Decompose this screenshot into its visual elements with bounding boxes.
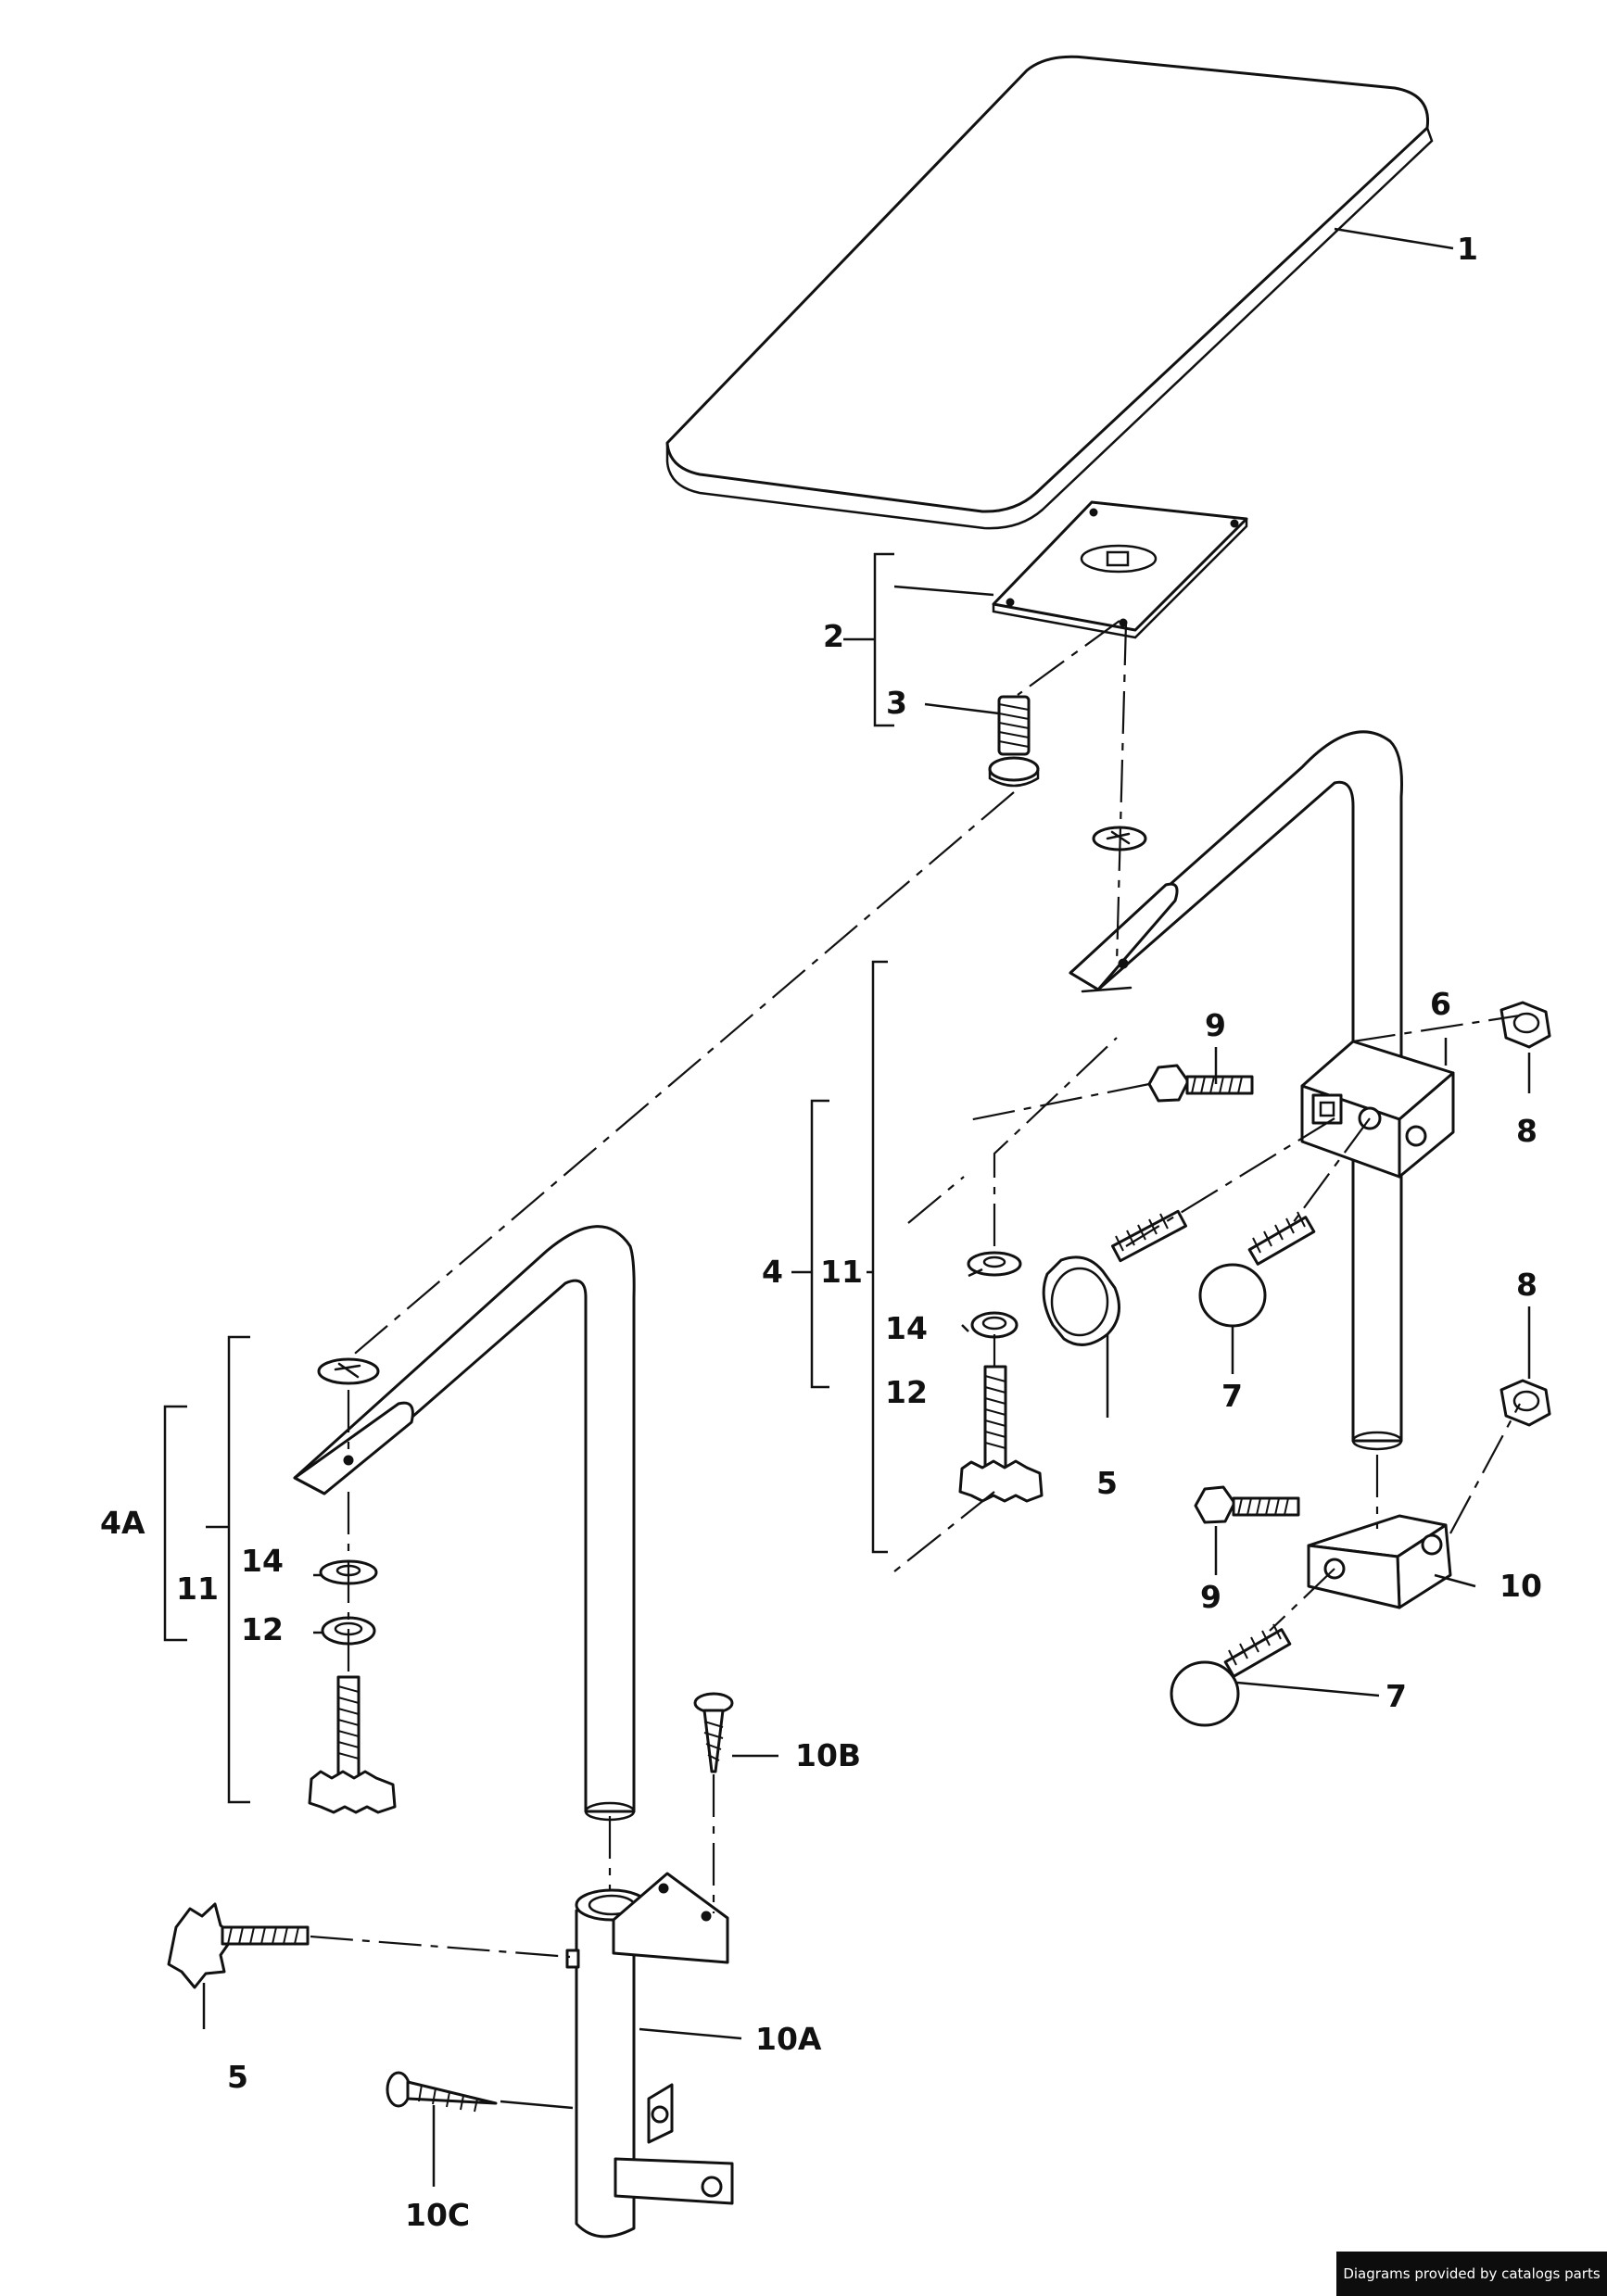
callout-11-left: 11 — [176, 1571, 219, 1607]
callout-14-left: 14 — [241, 1543, 284, 1579]
upper-nut — [1499, 1001, 1551, 1049]
callout-10b: 10B — [795, 1737, 861, 1773]
callout-10: 10 — [1499, 1568, 1542, 1604]
callout-9-lower: 9 — [1200, 1579, 1221, 1615]
mounting-plate — [992, 500, 1248, 639]
callout-1: 1 — [1457, 231, 1478, 267]
callout-12-right: 12 — [885, 1374, 928, 1410]
alignment-lines — [310, 620, 1521, 1959]
callout-8-lower: 8 — [1516, 1267, 1537, 1303]
lower-nut — [1499, 1379, 1551, 1427]
plate-screw — [988, 695, 1040, 788]
left-knob-screw — [308, 1675, 397, 1814]
clamp-block — [1300, 1040, 1455, 1179]
left-top-washer — [317, 1357, 380, 1385]
callout-10a: 10A — [755, 2021, 822, 2057]
callout-9-upper: 9 — [1205, 1007, 1226, 1043]
upper-hex-bolt — [1147, 1064, 1254, 1103]
lower-ball-knob — [1170, 1623, 1292, 1727]
base-socket — [565, 1872, 734, 2239]
left-frame-tube — [293, 1225, 636, 1822]
l-bracket — [1307, 1514, 1452, 1609]
lower-hex-bolt — [1194, 1485, 1300, 1524]
diagram-credit-badge: Diagrams provided by catalogs parts — [1336, 2252, 1607, 2296]
callout-labels: 1 2 3 6 8 9 4 11 14 12 5 7 8 9 10 7 4A 1… — [100, 231, 1542, 2233]
left-knurled-knob — [167, 1902, 310, 1989]
callout-4: 4 — [762, 1254, 783, 1290]
callout-7-upper: 7 — [1221, 1378, 1243, 1414]
callout-4a: 4A — [100, 1505, 146, 1541]
callout-7-lower: 7 — [1386, 1678, 1407, 1714]
upper-ball-knob — [1198, 1211, 1316, 1328]
wood-screw-10c — [386, 2071, 498, 2113]
right-split-washer — [970, 1311, 1019, 1339]
right-knob-screw — [958, 1365, 1044, 1503]
callout-14-right: 14 — [885, 1310, 928, 1346]
callout-2: 2 — [823, 618, 844, 654]
callout-5-right: 5 — [1096, 1465, 1118, 1501]
right-frame-tube — [1069, 730, 1403, 1451]
armrest-pad — [665, 55, 1434, 530]
callout-5-left: 5 — [227, 2059, 248, 2095]
callout-12-left: 12 — [241, 1611, 284, 1647]
right-knurled-knob — [1042, 1209, 1188, 1346]
leader-lines — [202, 227, 1531, 2187]
wood-screw-10b — [693, 1692, 734, 1773]
callout-8-upper: 8 — [1516, 1113, 1537, 1149]
callout-10c: 10C — [405, 2197, 470, 2233]
callout-6: 6 — [1430, 986, 1451, 1022]
callout-11-right: 11 — [820, 1254, 863, 1290]
callout-3: 3 — [886, 685, 907, 721]
